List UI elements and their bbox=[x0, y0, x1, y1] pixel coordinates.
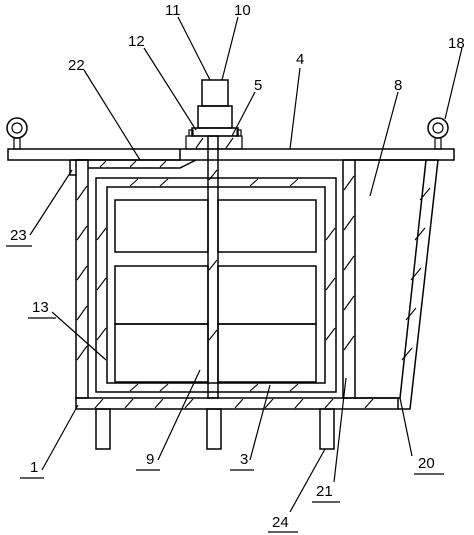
label-4: 4 bbox=[296, 51, 304, 68]
label-1: 1 bbox=[30, 459, 38, 476]
motor-assembly bbox=[185, 79, 243, 150]
label-23: 23 bbox=[10, 227, 27, 244]
legs bbox=[95, 408, 335, 450]
blocks bbox=[114, 199, 317, 383]
label-18: 18 bbox=[448, 35, 465, 52]
lifting-eye-right bbox=[427, 117, 449, 150]
label-11: 11 bbox=[165, 2, 181, 19]
label-5: 5 bbox=[254, 77, 262, 94]
label-24: 24 bbox=[272, 514, 289, 531]
top-plate bbox=[7, 148, 455, 161]
inner-vessel bbox=[95, 177, 337, 393]
label-22: 22 bbox=[68, 57, 85, 74]
lifting-eye-left bbox=[6, 117, 28, 150]
label-9: 9 bbox=[146, 451, 154, 468]
label-8: 8 bbox=[394, 77, 402, 94]
label-underlines bbox=[6, 245, 444, 533]
outer-shell bbox=[69, 149, 399, 410]
hatching bbox=[76, 137, 431, 409]
side-tank bbox=[355, 159, 439, 410]
leader-lines bbox=[29, 16, 463, 513]
label-13: 13 bbox=[32, 299, 49, 316]
label-12: 12 bbox=[128, 33, 145, 50]
label-3: 3 bbox=[240, 451, 248, 468]
reference-numerals: 11 10 12 5 4 8 18 22 23 13 1 9 3 21 24 2… bbox=[10, 2, 465, 531]
label-21: 21 bbox=[316, 483, 333, 500]
label-10: 10 bbox=[234, 2, 251, 19]
label-20: 20 bbox=[418, 455, 435, 472]
